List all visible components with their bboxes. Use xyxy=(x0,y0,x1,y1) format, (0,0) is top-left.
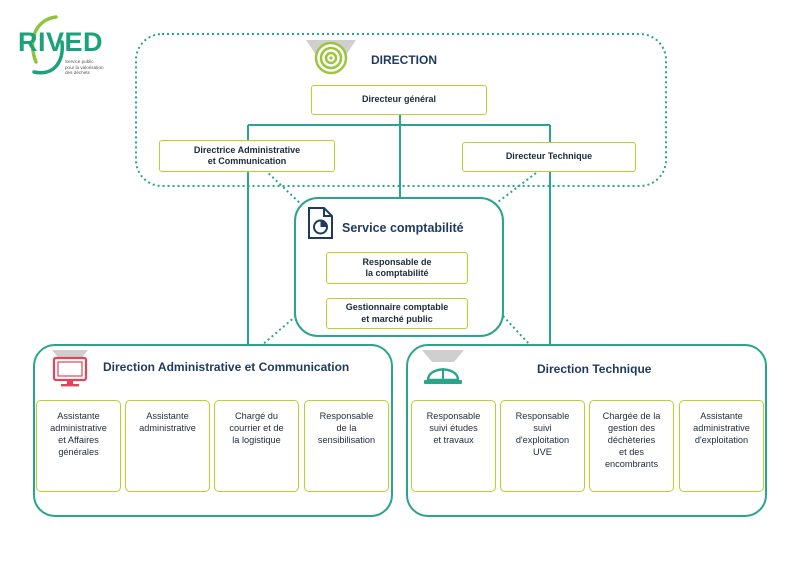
tech-card-decheteries: Chargée de la gestion des déchèteries et… xyxy=(589,400,674,492)
dotted-link-bottom-left xyxy=(261,315,297,346)
gestionnaire-comptable-box: Gestionnaire comptable et marché public xyxy=(326,298,468,329)
directeur-technique-box: Directeur Technique xyxy=(462,142,636,172)
dotted-link-right xyxy=(493,169,541,206)
directeur-general-box: Directeur général xyxy=(311,85,487,115)
admin-card-assistante: Assistante administrative xyxy=(125,400,210,492)
responsable-comptabilite-box: Responsable de la comptabilité xyxy=(326,252,468,284)
tech-card-etudes-travaux: Responsable suivi études et travaux xyxy=(411,400,496,492)
dotted-link-left xyxy=(264,169,303,206)
logo-tagline: Service public pour la valorisation des … xyxy=(65,59,104,75)
admin-comm-title: Direction Administrative et Communicatio… xyxy=(103,360,350,374)
logo-swoosh-icon xyxy=(30,15,64,75)
logo: RIVED Service public pour la valorisatio… xyxy=(14,10,120,80)
admin-card-sensibilisation: Responsable de la sensibilisation xyxy=(304,400,389,492)
direction-title: DIRECTION xyxy=(371,53,437,67)
target-icon xyxy=(306,40,356,76)
admin-card-affaires-generales: Assistante administrative et Affaires gé… xyxy=(36,400,121,492)
tech-card-exploitation-uve: Responsable suivi d'exploitation UVE xyxy=(500,400,585,492)
dotted-link-bottom-right xyxy=(502,315,531,346)
technique-title: Direction Technique xyxy=(537,362,652,376)
admin-card-courrier-logistique: Chargé du courrier et de la logistique xyxy=(214,400,299,492)
hard-hat-icon xyxy=(418,350,468,390)
directrice-admin-box: Directrice Administrative et Communicati… xyxy=(159,140,335,172)
tech-card-assistante-exploitation: Assistante administrative d'exploitation xyxy=(679,400,764,492)
logo-wordmark: RIVED xyxy=(18,27,104,57)
monitor-icon xyxy=(48,350,92,390)
document-chart-icon xyxy=(306,206,334,240)
comptabilite-title: Service comptabilité xyxy=(342,221,464,235)
